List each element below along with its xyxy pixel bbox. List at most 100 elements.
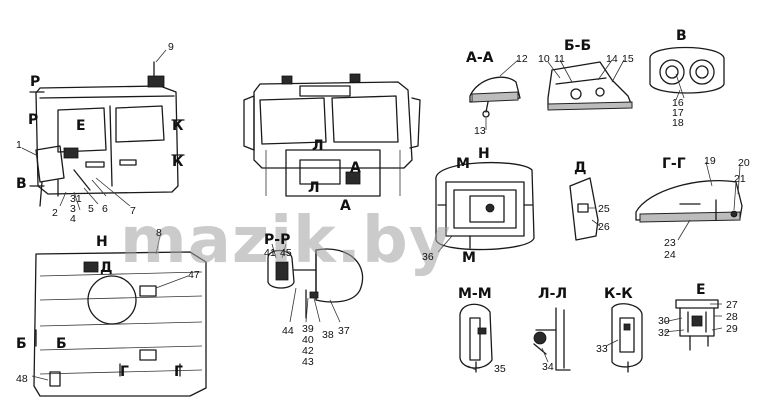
section-ll-detail [533, 307, 571, 371]
rear-lower-panel [285, 149, 381, 197]
section-label-d: Д [574, 160, 586, 176]
marker-g-2: Г [174, 364, 183, 380]
section-label-gg: Г-Г [662, 156, 686, 172]
side-window-front [57, 107, 107, 153]
callout-16: 16 [672, 97, 684, 109]
callout-30: 30 [658, 315, 670, 327]
section-label-e: Е [696, 282, 706, 298]
marker-n: Н [96, 234, 108, 250]
callout-2: 2 [52, 207, 58, 219]
section-label-pp: Р-Р [264, 232, 290, 248]
callout-24: 24 [664, 249, 676, 261]
section-v-lamp-detail [649, 46, 725, 99]
marker-v: В [16, 176, 27, 192]
watermark-text: mazik.by [120, 204, 451, 278]
callout-10: 10 [538, 53, 550, 65]
side-window-rear [115, 105, 165, 143]
callout-29: 29 [726, 323, 738, 335]
rear-window-left [259, 97, 327, 145]
callout-48: 48 [16, 373, 28, 385]
callout-4: 4 [70, 213, 76, 225]
marker-d: Д [100, 260, 112, 276]
section-kk-detail [611, 303, 643, 373]
callout-12: 12 [516, 53, 528, 65]
callout-36: 36 [422, 251, 434, 263]
callout-15: 15 [622, 53, 634, 65]
section-label-n: Н [478, 146, 490, 162]
callout-1: 1 [16, 139, 22, 151]
section-bb-detail [547, 61, 633, 111]
marker-g-1: Г [120, 364, 129, 380]
callout-35: 35 [494, 363, 506, 375]
marker-k-2: К [172, 154, 184, 170]
callout-39: 39 [302, 323, 314, 335]
section-label-bb: Б-Б [564, 38, 591, 54]
marker-r-1: Р [30, 74, 40, 90]
marker-m-2: М [462, 250, 476, 266]
cab-step-panel [35, 145, 65, 183]
cab-side-view [29, 61, 185, 207]
callout-13: 13 [474, 125, 486, 137]
callout-40: 40 [302, 334, 314, 346]
marker-e: Е [76, 118, 86, 134]
callout-37: 37 [338, 325, 350, 337]
callout-21: 21 [734, 173, 746, 185]
section-aa-detail [469, 76, 521, 118]
cab-roof-panel-plan [33, 251, 207, 397]
section-label-kk: К-К [604, 286, 633, 302]
section-label-aa: А-А [466, 50, 494, 66]
marker-b-1: Б [16, 336, 27, 352]
callout-38: 38 [322, 329, 334, 341]
callout-6: 6 [102, 203, 108, 215]
beacon-lamp [147, 75, 165, 88]
callout-23: 23 [664, 237, 676, 249]
callout-44: 44 [282, 325, 294, 337]
marker-r-2: Р [28, 112, 38, 128]
callout-31: 31 [70, 193, 82, 205]
callout-42: 42 [302, 345, 314, 357]
callout-32: 32 [658, 327, 670, 339]
cab-rear-view [243, 73, 421, 197]
section-n-box-detail [435, 161, 535, 251]
section-gg-detail [635, 179, 743, 223]
callout-43: 43 [302, 356, 314, 368]
callout-9: 9 [168, 41, 174, 53]
marker-a-1: А [350, 160, 361, 176]
section-mm-detail [459, 303, 493, 373]
rear-window-right [331, 95, 399, 143]
callout-47: 47 [188, 269, 200, 281]
marker-m-1: М [456, 156, 470, 172]
section-label-v: В [676, 28, 687, 44]
callout-5: 5 [88, 203, 94, 215]
callout-14: 14 [606, 53, 618, 65]
section-label-ll: Л-Л [538, 286, 567, 302]
callout-26: 26 [598, 221, 610, 233]
marker-l-2: Л [308, 180, 320, 196]
leader-lines [21, 49, 741, 381]
callout-3: 3 [70, 203, 76, 215]
callout-18: 18 [672, 117, 684, 129]
marker-k-1: К [172, 118, 184, 134]
lamp-e [63, 147, 79, 159]
marker-b-2: Б [56, 336, 67, 352]
callout-20: 20 [738, 157, 750, 169]
callout-34: 34 [542, 361, 554, 373]
section-d-detail [569, 177, 599, 241]
callout-17: 17 [672, 107, 684, 119]
callout-7: 7 [130, 205, 136, 217]
marker-l-1: Л [312, 138, 324, 154]
section-e-detail [675, 299, 719, 351]
callout-28: 28 [726, 311, 738, 323]
callout-27: 27 [726, 299, 738, 311]
callout-41: 41 [264, 247, 276, 259]
callout-33: 33 [596, 343, 608, 355]
marker-a-2: А [340, 198, 351, 214]
callout-8: 8 [156, 227, 162, 239]
callout-25: 25 [598, 203, 610, 215]
callout-19: 19 [704, 155, 716, 167]
section-label-mm: М-М [458, 286, 492, 302]
callout-11: 11 [554, 53, 565, 65]
callout-45: 45 [280, 247, 292, 259]
